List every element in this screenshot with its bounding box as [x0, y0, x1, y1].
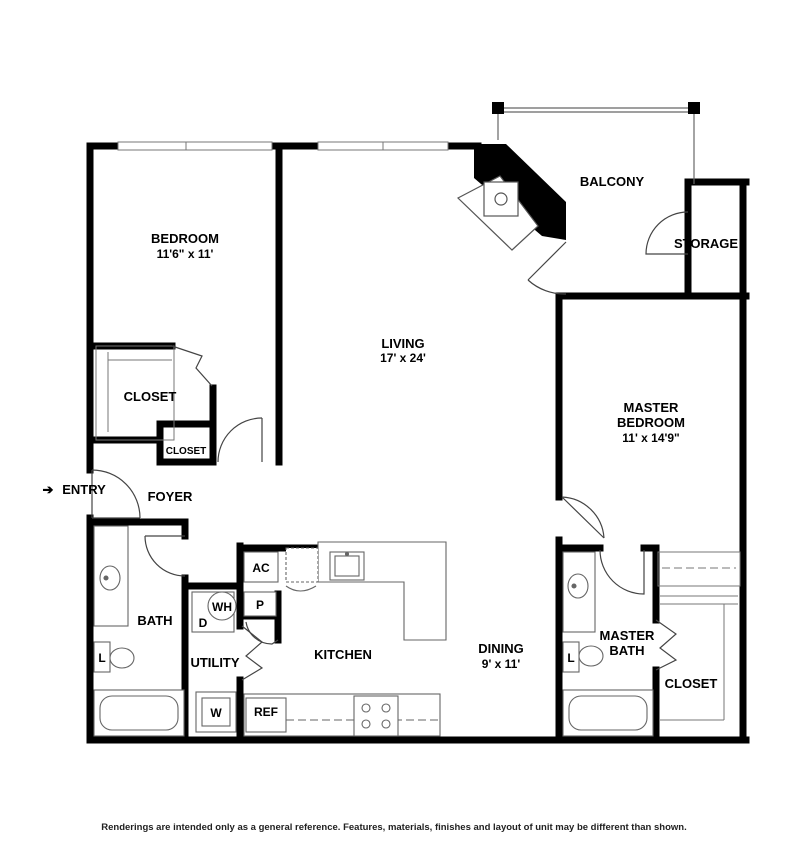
- linen-master-label: L: [567, 651, 574, 665]
- water-heater-label: WH: [212, 600, 232, 614]
- closet-shelves: [107, 352, 741, 721]
- bedroom-label: BEDROOM: [151, 231, 219, 246]
- disclaimer: Renderings are intended only as a genera…: [101, 822, 687, 833]
- bath-fixtures: [93, 525, 654, 737]
- bath-label: BATH: [137, 613, 172, 628]
- closet-bedroom-label: CLOSET: [124, 389, 177, 404]
- utility-fixtures: [191, 551, 279, 733]
- fireplace-icon: [456, 175, 539, 251]
- master-bath-label-line2: BATH: [609, 643, 644, 658]
- entry-arrow-icon: ➔: [43, 482, 54, 497]
- refrigerator-label: REF: [254, 705, 278, 719]
- living-size: 17' x 24': [380, 351, 426, 365]
- windows: [95, 141, 449, 441]
- entry-label: ENTRY: [62, 482, 106, 497]
- balcony-label: BALCONY: [580, 174, 645, 189]
- pantry-label: P: [256, 598, 264, 612]
- dining-size: 9' x 11': [482, 657, 521, 671]
- dining-label: DINING: [478, 641, 524, 656]
- master-bath-label-line1: MASTER: [600, 628, 656, 643]
- doors: [91, 211, 689, 681]
- living-label: LIVING: [381, 336, 424, 351]
- foyer-label: FOYER: [148, 489, 193, 504]
- kitchen-label: KITCHEN: [314, 647, 372, 662]
- washer-label: W: [210, 706, 222, 720]
- linen-bath-label: L: [98, 651, 105, 665]
- closet-small-label: CLOSET: [166, 446, 207, 457]
- kitchen-fixtures: [243, 541, 447, 737]
- dryer-label: D: [199, 616, 208, 630]
- ac-label: AC: [252, 561, 270, 575]
- master-bedroom-label-line1: MASTER: [624, 400, 680, 415]
- storage-label: STORAGE: [674, 236, 738, 251]
- utility-label: UTILITY: [190, 655, 239, 670]
- balcony-railing: [492, 102, 700, 184]
- closet-master-label: CLOSET: [665, 676, 718, 691]
- fireplace-wall: [474, 144, 566, 240]
- master-bedroom-size: 11' x 14'9": [622, 431, 679, 445]
- bedroom-size: 11'6" x 11': [157, 247, 214, 261]
- master-bedroom-label-line2: BEDROOM: [617, 415, 685, 430]
